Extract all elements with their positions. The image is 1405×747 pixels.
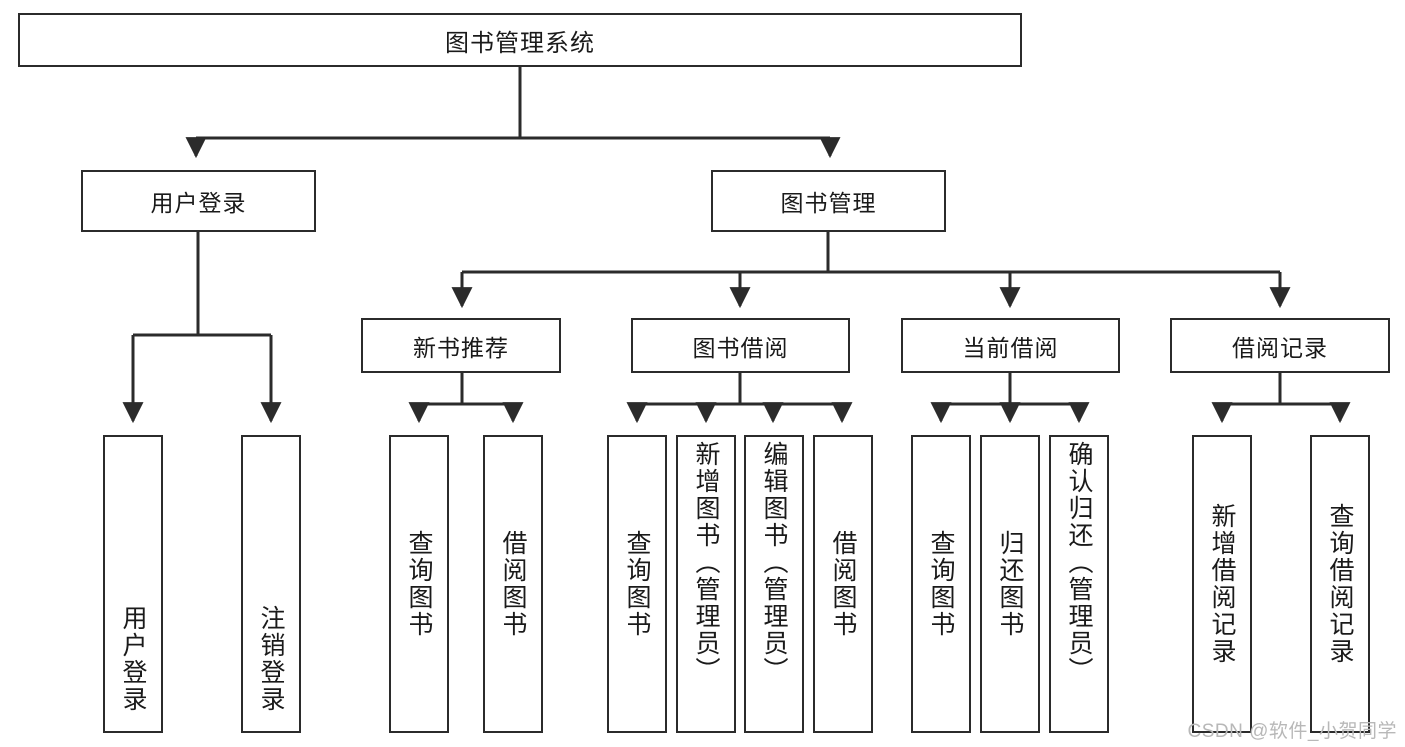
node-root-system[interactable]: 图书管理系统	[18, 13, 1022, 67]
csdn-watermark: CSDN @软件_小贺同学	[1187, 721, 1397, 742]
leaf-label: 新增图书（管理员）	[692, 441, 720, 684]
node-new-book-recommend[interactable]: 新书推荐	[361, 318, 561, 373]
node-label: 新书推荐	[413, 334, 509, 361]
leaf-label: 编辑图书（管理员）	[760, 441, 788, 684]
node-label: 用户登录	[150, 190, 247, 216]
leaf-edit-book-admin[interactable]: 编辑图书（管理员）	[744, 435, 804, 733]
leaf-confirm-return-admin[interactable]: 确认归还（管理员）	[1049, 435, 1109, 733]
leaf-add-borrow-record[interactable]: 新增借阅记录	[1192, 435, 1252, 733]
leaf-label: 确认归还（管理员）	[1065, 441, 1093, 684]
node-label: 当前借阅	[962, 334, 1059, 361]
node-book-management[interactable]: 图书管理	[711, 170, 946, 232]
leaf-label: 查询借阅记录	[1326, 503, 1354, 665]
leaf-logout[interactable]: 注销登录	[241, 435, 301, 733]
leaf-label: 查询图书	[405, 530, 433, 638]
node-borrow-records[interactable]: 借阅记录	[1170, 318, 1390, 373]
node-user-login[interactable]: 用户登录	[81, 170, 316, 232]
node-label: 图书管理系统	[445, 29, 595, 57]
leaf-borrow-book[interactable]: 借阅图书	[813, 435, 873, 733]
leaf-label: 借阅图书	[499, 530, 527, 638]
leaf-add-book-admin[interactable]: 新增图书（管理员）	[676, 435, 736, 733]
leaf-label: 注销登录	[257, 605, 285, 713]
leaf-label: 借阅图书	[829, 530, 857, 638]
leaf-label: 查询图书	[623, 530, 651, 638]
node-label: 图书管理	[780, 190, 877, 216]
leaf-label: 用户登录	[119, 605, 147, 713]
leaf-query-book-recommend[interactable]: 查询图书	[389, 435, 449, 733]
leaf-borrow-book-recommend[interactable]: 借阅图书	[483, 435, 543, 733]
leaf-query-book-current[interactable]: 查询图书	[911, 435, 971, 733]
leaf-query-book-borrow[interactable]: 查询图书	[607, 435, 667, 733]
node-current-borrow[interactable]: 当前借阅	[901, 318, 1120, 373]
leaf-label: 查询图书	[927, 530, 955, 638]
leaf-label: 归还图书	[996, 530, 1024, 638]
leaf-query-borrow-record[interactable]: 查询借阅记录	[1310, 435, 1370, 733]
leaf-user-login[interactable]: 用户登录	[103, 435, 163, 733]
node-label: 借阅记录	[1232, 334, 1328, 361]
leaf-return-book[interactable]: 归还图书	[980, 435, 1040, 733]
node-label: 图书借阅	[692, 334, 789, 361]
leaf-label: 新增借阅记录	[1208, 503, 1236, 665]
node-book-borrow[interactable]: 图书借阅	[631, 318, 850, 373]
